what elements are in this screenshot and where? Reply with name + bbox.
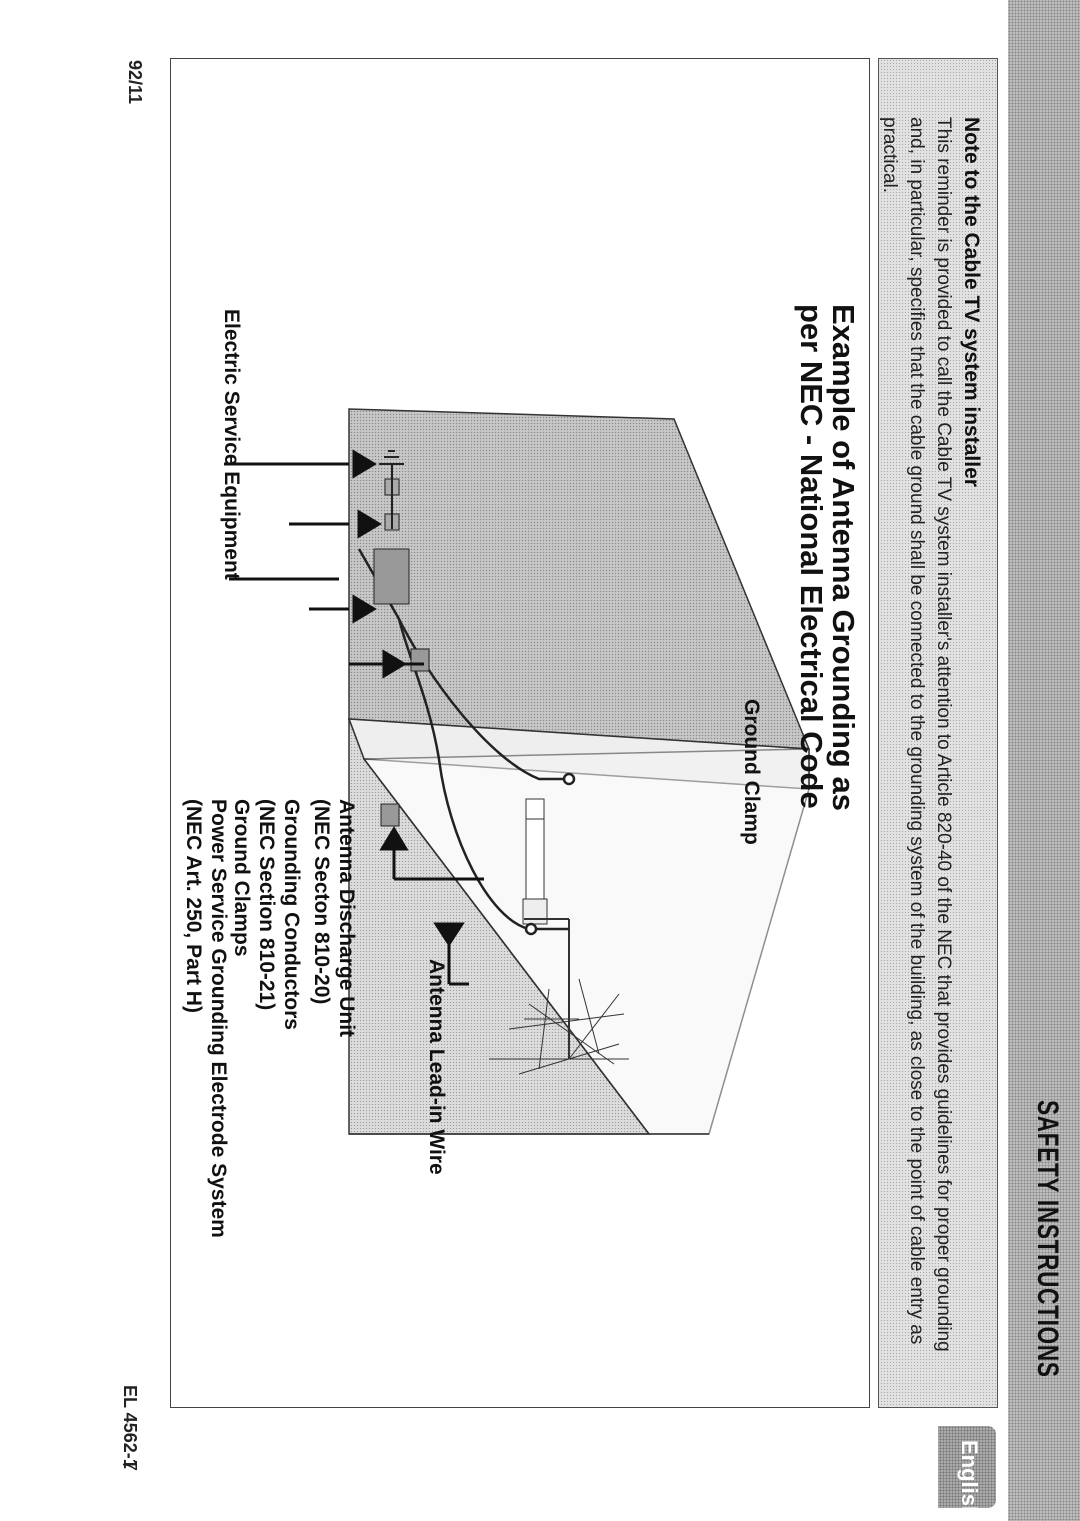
electric-service-panel xyxy=(374,549,409,604)
note-title: Note to the Cable TV system installer xyxy=(959,117,983,487)
label-antenna-lead-in: Antenna Lead-in Wire xyxy=(424,959,449,1175)
diagram-title-line2: per NEC - National Electrical Code xyxy=(795,304,827,811)
date-code: 92/11 xyxy=(124,60,145,104)
label-power-service: Power Service Grounding Electrode System… xyxy=(181,799,231,1238)
header-band: SAFETY INSTRUCTIONS xyxy=(1008,0,1080,1521)
installer-note-box: Note to the Cable TV system installer Th… xyxy=(878,58,998,1408)
note-body: This reminder is provided to call the Ca… xyxy=(876,117,957,1357)
antenna-discharge-unit xyxy=(411,649,429,671)
grounding-illustration xyxy=(171,59,869,1407)
label-discharge-unit-name: Antenna Discharge Unit xyxy=(334,799,359,1037)
grounding-diagram: Example of Antenna Grounding as per NEC … xyxy=(170,58,870,1408)
label-ground-clamps: Ground Clamps xyxy=(229,799,254,1030)
label-grounding-conductors: Grounding Conductors (NEC Section 810-21… xyxy=(229,799,304,1030)
page-number: 7 xyxy=(117,1460,140,1471)
label-ground-clamp: Ground Clamp xyxy=(739,699,764,845)
mast-ground-clamp xyxy=(381,804,399,826)
language-tab[interactable]: English xyxy=(938,1426,996,1508)
diagram-title: Example of Antenna Grounding as per NEC … xyxy=(795,304,859,811)
section-title: SAFETY INSTRUCTIONS xyxy=(1030,1100,1064,1378)
label-discharge-unit: Antenna Discharge Unit (NEC Secton 810-2… xyxy=(309,799,359,1037)
label-electric-service: Electric Service Equipment xyxy=(219,309,244,580)
label-power-service-name: Power Service Grounding Electrode System xyxy=(206,799,231,1238)
label-power-service-ref: (NEC Art. 250, Part H) xyxy=(181,799,206,1238)
language-tab-label: English xyxy=(956,1440,982,1519)
diagram-title-line1: Example of Antenna Grounding as xyxy=(827,304,859,811)
label-grounding-conductors-name: Grounding Conductors xyxy=(279,799,304,1030)
label-discharge-unit-ref: (NEC Secton 810-20) xyxy=(309,799,334,1037)
label-grounding-conductors-ref: (NEC Section 810-21) xyxy=(254,799,279,1030)
document-code: EL 4562-1 xyxy=(119,1385,140,1469)
